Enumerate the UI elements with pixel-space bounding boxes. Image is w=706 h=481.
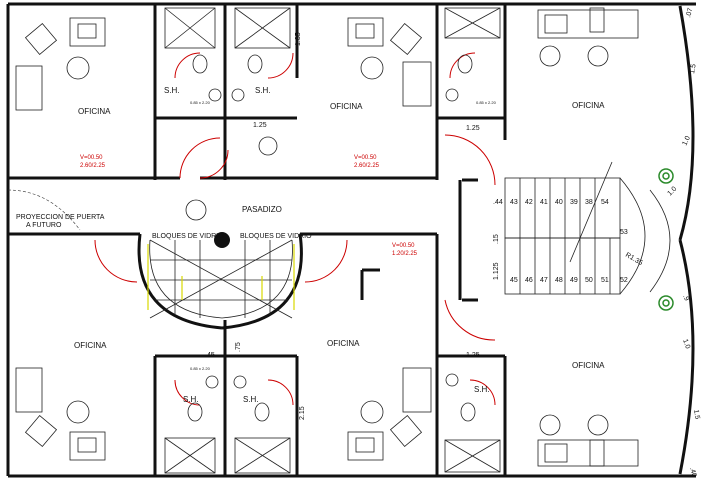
stair-step-48: 48	[555, 277, 563, 284]
stair-step-38: 38	[585, 199, 593, 206]
facade-dim-4: 1.0	[666, 186, 678, 198]
note-glass-blocks-right: BLOQUES DE VIDRIO	[240, 233, 312, 240]
dim-radius-1-35: R1.35	[624, 252, 644, 267]
stair-step-41: 41	[540, 199, 548, 206]
stair-step-50: 50	[585, 277, 593, 284]
stair-step-39: 39	[570, 199, 578, 206]
dim-2-15: 2.15	[299, 406, 306, 420]
stair-step-52: 52	[620, 277, 628, 284]
facade-dim-7: 1.5	[692, 409, 701, 420]
note-future-door-1: PROYECCION DE PUERTA	[16, 214, 105, 221]
facade-dim-8: .40	[688, 467, 697, 478]
room-label-bathroom-1: S.H.	[164, 86, 180, 95]
room-labels: OFICINA OFICINA OFICINA OFICINA OFICINA …	[74, 86, 605, 404]
window-code-small-1: 0.85 x 2.20	[190, 100, 211, 105]
dim-1-25-bottom: 1.25	[466, 352, 480, 359]
dim-1-125: 1.125	[493, 262, 500, 280]
room-label-office-top-right: OFICINA	[572, 101, 605, 110]
window-code-tm-2: 2.60/2.25	[354, 163, 380, 169]
window-code-small-3: 0.85 x 2.20	[190, 366, 211, 371]
dim-1-25-right: 1.25	[466, 125, 480, 132]
room-label-office-bottom-middle: OFICINA	[327, 339, 360, 348]
walls	[6, 2, 696, 478]
columns	[658, 168, 674, 311]
window-codes: V=00.50 2.60/2.25 V=00.50 2.60/2.25 V=00…	[80, 100, 497, 371]
notes: PROYECCION DE PUERTA A FUTURO BLOQUES DE…	[16, 214, 312, 240]
note-future-door-2: A FUTURO	[26, 222, 62, 229]
note-glass-blocks-left: BLOQUES DE VIDRIO	[152, 233, 224, 240]
dim-1-35: 1.35	[295, 32, 302, 46]
room-label-office-bottom-left: OFICINA	[74, 341, 107, 350]
window-code-tm-1: V=00.50	[354, 155, 377, 161]
stair-step-43: 43	[510, 199, 518, 206]
room-label-bathroom-5: S.H.	[474, 385, 490, 394]
stair-step-54: 54	[601, 199, 609, 206]
window-code-tl-1: V=00.50	[80, 155, 103, 161]
dim-0-45: .45	[205, 352, 215, 359]
room-label-office-top-middle: OFICINA	[330, 102, 363, 111]
stair-landing-53: 53	[620, 229, 628, 236]
facade-dim-1: .07	[685, 7, 694, 18]
facade-dim-5: .9	[681, 294, 690, 302]
window-code-small-2: 0.85 x 2.20	[476, 100, 497, 105]
room-label-office-bottom-right: OFICINA	[572, 361, 605, 370]
bathroom-fixtures	[164, 7, 501, 474]
room-label-bathroom-3: S.H.	[183, 395, 199, 404]
room-label-bathroom-2: S.H.	[255, 86, 271, 95]
office-furniture	[15, 7, 639, 467]
room-label-corridor: PASADIZO	[242, 205, 282, 214]
stair-step-42: 42	[525, 199, 533, 206]
dim-0-15: .15	[493, 234, 500, 244]
facade-dim-3: 1.0	[681, 135, 692, 147]
stair-step-51: 51	[601, 277, 609, 284]
staircase	[360, 161, 671, 302]
door-swings	[7, 52, 496, 406]
room-label-office-top-left: OFICINA	[78, 107, 111, 116]
dim-0-75: .75	[235, 342, 242, 352]
glass-block-feature	[137, 232, 303, 330]
facade-dim-2: 1.5	[689, 63, 698, 74]
room-label-bathroom-4: S.H.	[243, 395, 259, 404]
window-code-tl-2: 2.60/2.25	[80, 163, 106, 169]
stair-step-40: 40	[555, 199, 563, 206]
stair-step-49: 49	[570, 277, 578, 284]
stair-step-47: 47	[540, 277, 548, 284]
stair-step-46: 46	[525, 277, 533, 284]
stair-step-45: 45	[510, 277, 518, 284]
dim-1-25-top: 1.25	[253, 122, 267, 129]
facade-dimensions: .07 1.5 1.0 1.0 .9 1.0 1.5 .40	[666, 7, 700, 478]
stair-numbers: 43 42 41 40 39 38 54 45 46 47 48 49 50 5…	[510, 199, 628, 284]
facade-dim-6: 1.0	[681, 338, 691, 350]
dim-0-44: .44	[493, 199, 503, 206]
window-code-mid-2: 1.20/2.25	[392, 251, 418, 257]
window-code-mid-1: V=00.50	[392, 243, 415, 249]
